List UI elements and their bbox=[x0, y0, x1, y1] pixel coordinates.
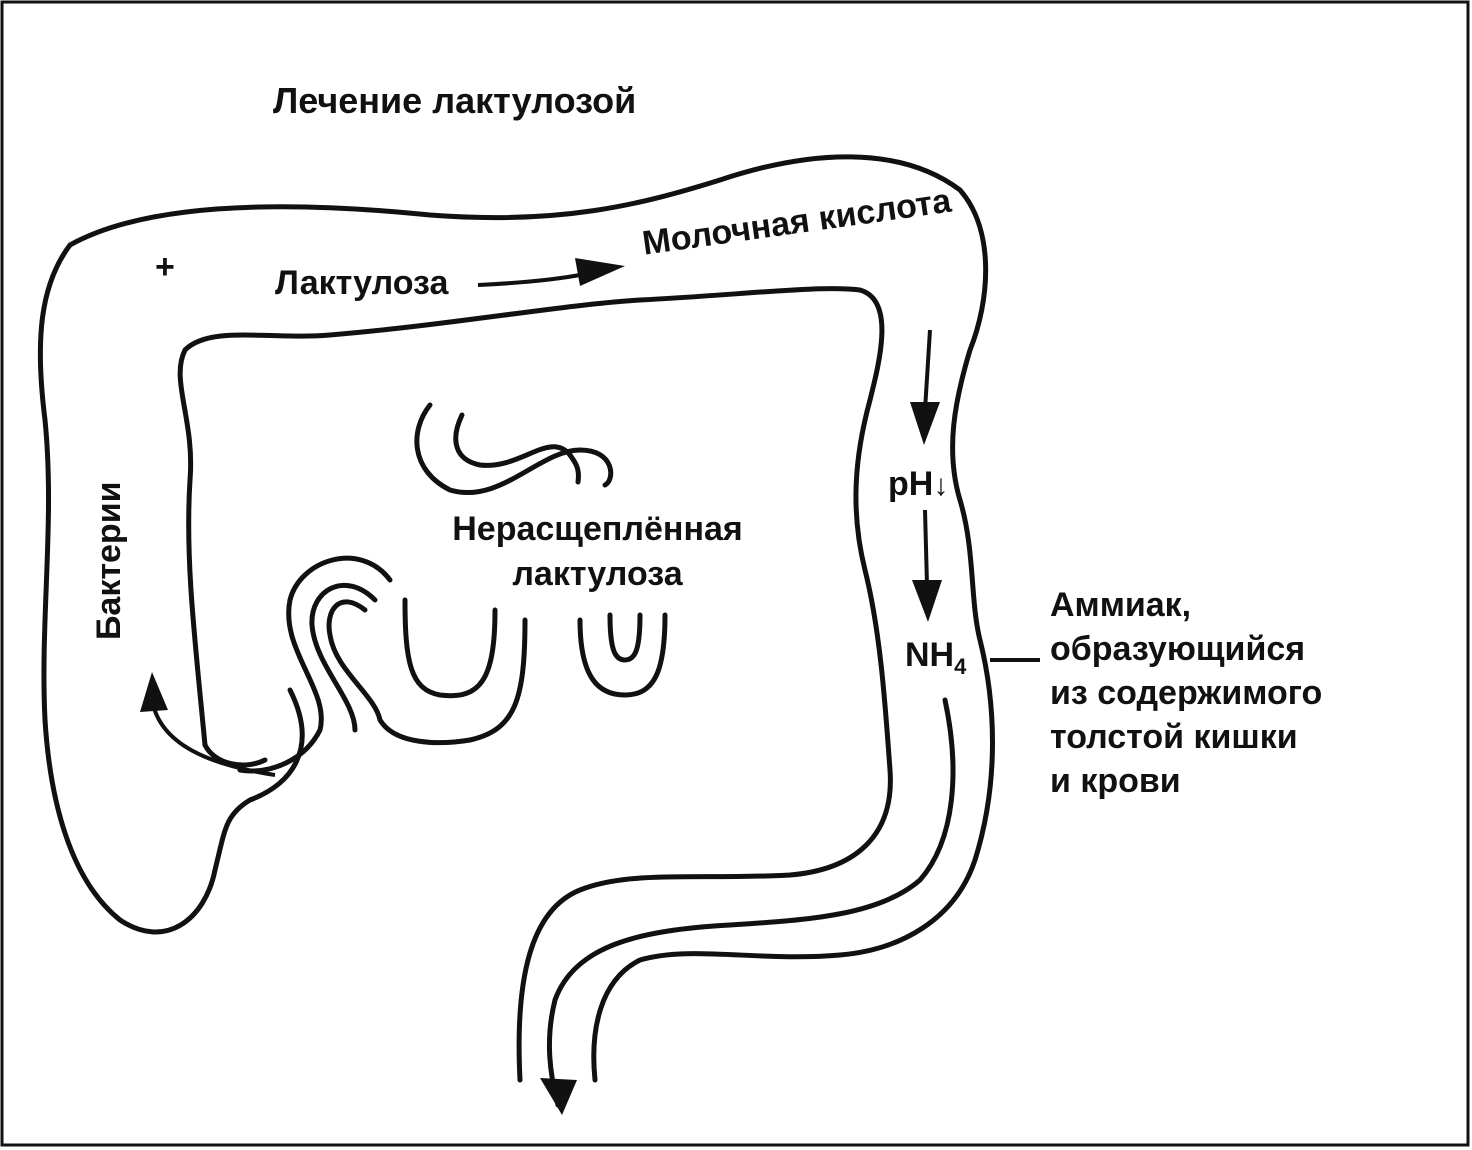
colon-inner-wall-bottom bbox=[202, 742, 268, 768]
acid-to-ph-arrow bbox=[923, 329, 932, 411]
colon-outer-wall-left bbox=[37, 242, 305, 935]
colon-inner-wall bbox=[177, 286, 893, 1083]
exit-arrow bbox=[540, 1078, 577, 1115]
fold-u-right-outer bbox=[577, 612, 668, 698]
undigested-line-1: Нерасщеплённая bbox=[452, 510, 743, 548]
ph-to-nh4-arrow bbox=[923, 509, 929, 586]
ammonia-line-1: Аммиак, bbox=[1050, 586, 1192, 624]
page-title: Лечение лактулозой bbox=[273, 80, 637, 121]
bacteria-label: Бактерии bbox=[90, 481, 128, 641]
ph-label: pH↓ bbox=[888, 465, 948, 504]
fold-top-inner bbox=[453, 412, 581, 485]
ph-to-nh4-arrowhead bbox=[912, 580, 942, 622]
ammonia-line-5: и крови bbox=[1050, 762, 1181, 800]
ammonia-line-3: из содержимого bbox=[1050, 674, 1323, 712]
fold-u-left bbox=[402, 597, 498, 699]
lactulose-arrowhead bbox=[575, 258, 625, 286]
fold-s-mid bbox=[309, 582, 378, 733]
plus-sign: + bbox=[155, 248, 175, 286]
ammonia-line-2: образующийся bbox=[1050, 630, 1306, 668]
colon-outer-wall bbox=[67, 154, 995, 1083]
fold-s-inner bbox=[326, 599, 528, 746]
acid-to-ph-arrowhead bbox=[910, 402, 940, 445]
nh4-text: NH bbox=[905, 636, 955, 674]
nh4-label: NH4 bbox=[905, 636, 966, 680]
fold-s-outer bbox=[237, 555, 393, 774]
ph-down-arrow: ↓ bbox=[933, 469, 949, 502]
ammonia-line-4: толстой кишки bbox=[1050, 718, 1298, 756]
fold-u-right-inner bbox=[607, 612, 643, 663]
colon-flow-line bbox=[546, 697, 956, 1108]
undigested-lactulose-label: Нерасщеплённая лактулоза bbox=[430, 510, 765, 594]
lactulose-label: Лактулоза bbox=[275, 264, 449, 302]
lactulose-arrow bbox=[477, 272, 586, 287]
bacteria-arrowhead bbox=[140, 672, 168, 712]
fold-top-outer bbox=[414, 402, 614, 495]
nh4-subscript: 4 bbox=[954, 653, 967, 679]
ph-text: pH bbox=[888, 465, 934, 503]
undigested-line-2: лактулоза bbox=[512, 555, 683, 593]
ammonia-label: Аммиак, образующийся из содержимого толс… bbox=[1050, 583, 1322, 803]
bacteria-arrow bbox=[150, 699, 276, 777]
